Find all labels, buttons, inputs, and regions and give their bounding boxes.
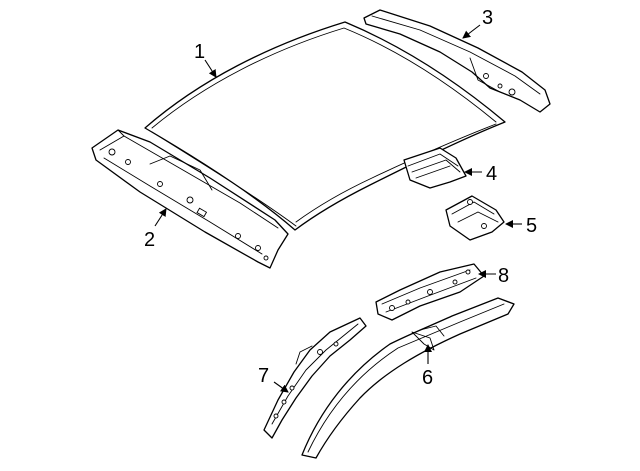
callout-6: 6: [422, 367, 433, 389]
callout-1: 1: [194, 41, 205, 63]
rail-reinforcement-part-8[interactable]: [375, 263, 485, 321]
callout-8: 8: [498, 265, 509, 287]
a-pillar-reinforcement-part-7[interactable]: [263, 317, 367, 439]
roof-side-rail-part-6[interactable]: [301, 297, 515, 459]
roof-bow-part-4[interactable]: [403, 147, 467, 189]
leader-line-7: [273, 381, 289, 393]
leader-line-1: [204, 59, 217, 78]
callout-4: 4: [486, 163, 497, 185]
callout-7: 7: [258, 365, 269, 387]
callout-5: 5: [526, 215, 537, 237]
roof-panel-part-1[interactable]: [144, 21, 506, 231]
callout-2: 2: [144, 229, 155, 251]
front-header-rail-part-2[interactable]: [91, 129, 289, 269]
bracket-part-5[interactable]: [445, 195, 505, 241]
leader-line-2: [154, 208, 167, 227]
callout-3: 3: [482, 7, 493, 29]
leader-line-3: [462, 24, 481, 39]
rear-roof-rail-part-3[interactable]: [363, 9, 551, 113]
